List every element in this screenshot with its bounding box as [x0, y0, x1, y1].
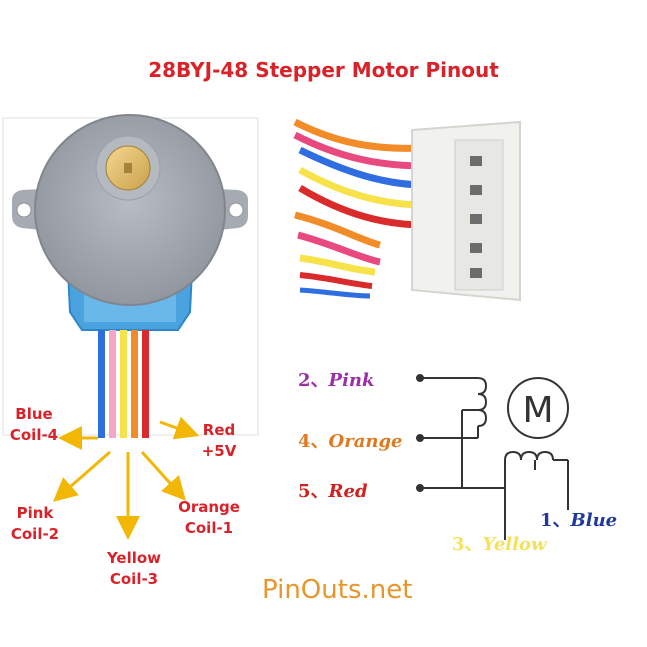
- wiring-schematic: [416, 374, 569, 540]
- motor-wires: [98, 330, 149, 438]
- label-red-name: Red: [202, 421, 236, 439]
- label-blue-name: Blue: [15, 405, 53, 423]
- schematic-pin-pink-name: Pink: [328, 370, 375, 391]
- arrow-pink: [52, 450, 111, 502]
- schematic-pin-yellow-num: 3、: [452, 534, 483, 555]
- wire-pink: [109, 330, 116, 438]
- wire-orange: [131, 330, 138, 438]
- schematic-pin-red-name: Red: [328, 481, 368, 502]
- label-orange-name: Orange: [178, 498, 240, 516]
- schematic-pin-yellow-name: Yellow: [482, 534, 547, 555]
- label-yellow-name: Yellow: [106, 549, 162, 567]
- schematic-pin-blue-num: 1、: [540, 510, 571, 531]
- label-blue-role: Coil-4: [9, 426, 59, 444]
- schematic-pin-orange-name: Orange: [328, 431, 403, 452]
- label-pink-name: Pink: [16, 504, 54, 522]
- label-pink-coil-2: Pink Coil-2: [4, 503, 66, 545]
- schematic-pin-orange-num: 4、: [298, 431, 329, 452]
- schematic-pin-blue-name: Blue: [570, 510, 618, 531]
- schematic-pin-orange: 4、Orange: [298, 427, 402, 453]
- label-red-5v: Red +5V: [194, 420, 244, 462]
- wire-blue: [98, 330, 105, 438]
- label-red-role: +5V: [201, 442, 237, 460]
- pinouts-logo: PinOuts.net: [262, 575, 413, 605]
- label-yellow-coil-3: Yellow Coil-3: [96, 548, 172, 590]
- wire-red: [142, 330, 149, 438]
- label-blue-coil-4: Blue Coil-4: [4, 404, 64, 446]
- label-pink-role: Coil-2: [10, 525, 60, 543]
- label-orange-role: Coil-1: [184, 519, 234, 537]
- schematic-pin-blue: 1、Blue: [540, 506, 617, 532]
- schematic-pin-yellow: 3、Yellow: [452, 530, 546, 556]
- label-orange-coil-1: Orange Coil-1: [172, 497, 246, 539]
- stepper-motor-illustration: [12, 114, 248, 331]
- arrow-red: [159, 416, 200, 440]
- page-title: 28BYJ-48 Stepper Motor Pinout: [148, 58, 499, 82]
- connector-cable-illustration: [293, 118, 521, 302]
- schematic-pin-red-num: 5、: [298, 481, 329, 502]
- wire-yellow: [120, 330, 127, 438]
- schematic-pin-pink-num: 2、: [298, 370, 329, 391]
- schematic-pin-red: 5、Red: [298, 477, 368, 503]
- motor-symbol: M: [522, 390, 553, 431]
- schematic-pin-pink: 2、Pink: [298, 366, 374, 392]
- label-yellow-role: Coil-3: [109, 570, 159, 588]
- arrow-orange: [140, 450, 187, 501]
- pin-arrows: [52, 416, 200, 540]
